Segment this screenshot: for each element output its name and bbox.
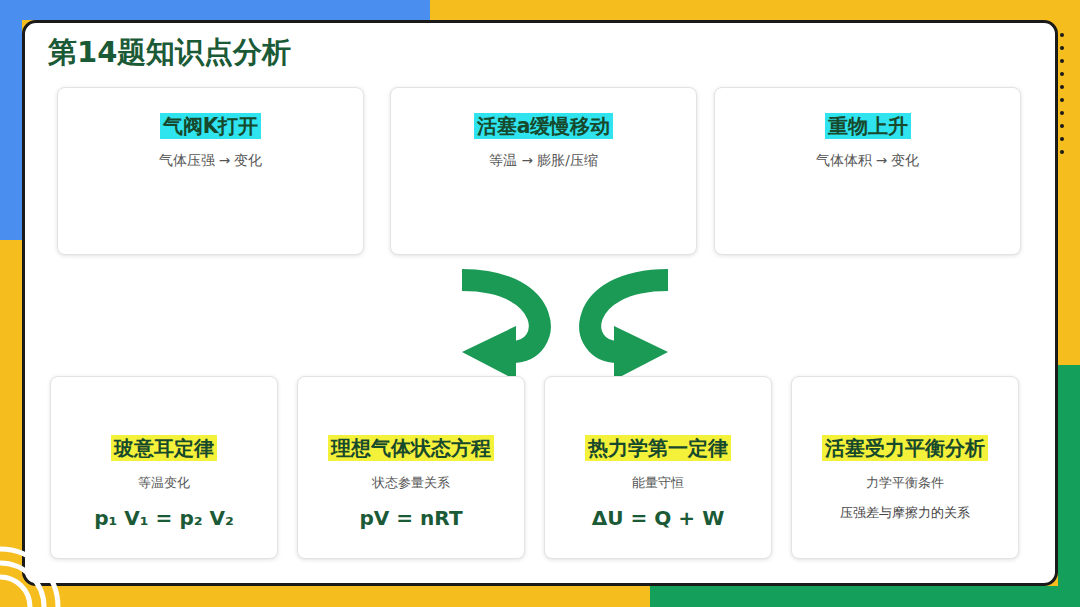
- card-heading: 活塞a缓慢移动: [474, 113, 614, 139]
- card-subtitle: 等温变化: [51, 474, 277, 492]
- card-formula: pV = nRT: [298, 506, 524, 530]
- heading-row: 热力学第一定律: [545, 435, 771, 462]
- heading-row: 活塞受力平衡分析: [792, 435, 1018, 462]
- card-subtitle: 力学平衡条件: [792, 474, 1018, 492]
- scenario-card: 重物上升气体体积 → 变化: [714, 87, 1021, 255]
- card-subtitle: 气体体积 → 变化: [715, 152, 1020, 170]
- blue-band: [0, 0, 22, 240]
- card-heading: 气阀K打开: [160, 113, 262, 139]
- green-band: [1058, 365, 1080, 607]
- card-heading: 理想气体状态方程: [328, 435, 494, 461]
- corner-rings: [0, 549, 58, 607]
- card-heading: 热力学第一定律: [585, 435, 731, 461]
- dot-column: [1060, 33, 1064, 154]
- card-heading: 重物上升: [825, 113, 911, 139]
- slide-title: 第14题知识点分析: [48, 33, 291, 73]
- green-band: [650, 586, 1080, 607]
- card-heading: 活塞受力平衡分析: [822, 435, 988, 461]
- heading-row: 气阀K打开: [58, 112, 363, 140]
- card-subtitle: 状态参量关系: [298, 474, 524, 492]
- concept-card: 玻意耳定律等温变化 p₁ V₁ = p₂ V₂: [50, 376, 278, 559]
- heading-row: 玻意耳定律: [51, 435, 277, 462]
- card-subtitle: 能量守恒: [545, 474, 771, 492]
- concept-card: 热力学第一定律能量守恒 ΔU = Q + W: [544, 376, 772, 559]
- concept-card: 活塞受力平衡分析力学平衡条件压强差与摩擦力的关系: [791, 376, 1019, 559]
- blue-band: [0, 0, 430, 20]
- heading-row: 重物上升: [715, 112, 1020, 140]
- scenario-card: 气阀K打开气体压强 → 变化: [57, 87, 364, 255]
- curved-arrow: [462, 280, 540, 380]
- card-subtitle: 气体压强 → 变化: [58, 152, 363, 170]
- card-formula: p₁ V₁ = p₂ V₂: [51, 506, 277, 530]
- card-formula: ΔU = Q + W: [545, 506, 771, 530]
- scenario-card: 活塞a缓慢移动等温 → 膨胀/压缩: [390, 87, 697, 255]
- card-heading: 玻意耳定律: [111, 435, 217, 461]
- concept-card: 理想气体状态方程状态参量关系 pV = nRT: [297, 376, 525, 559]
- heading-row: 理想气体状态方程: [298, 435, 524, 462]
- card-subtitle: 等温 → 膨胀/压缩: [391, 152, 696, 170]
- heading-row: 活塞a缓慢移动: [391, 112, 696, 140]
- curved-arrow: [590, 280, 668, 380]
- card-formula: 压强差与摩擦力的关系: [792, 504, 1018, 522]
